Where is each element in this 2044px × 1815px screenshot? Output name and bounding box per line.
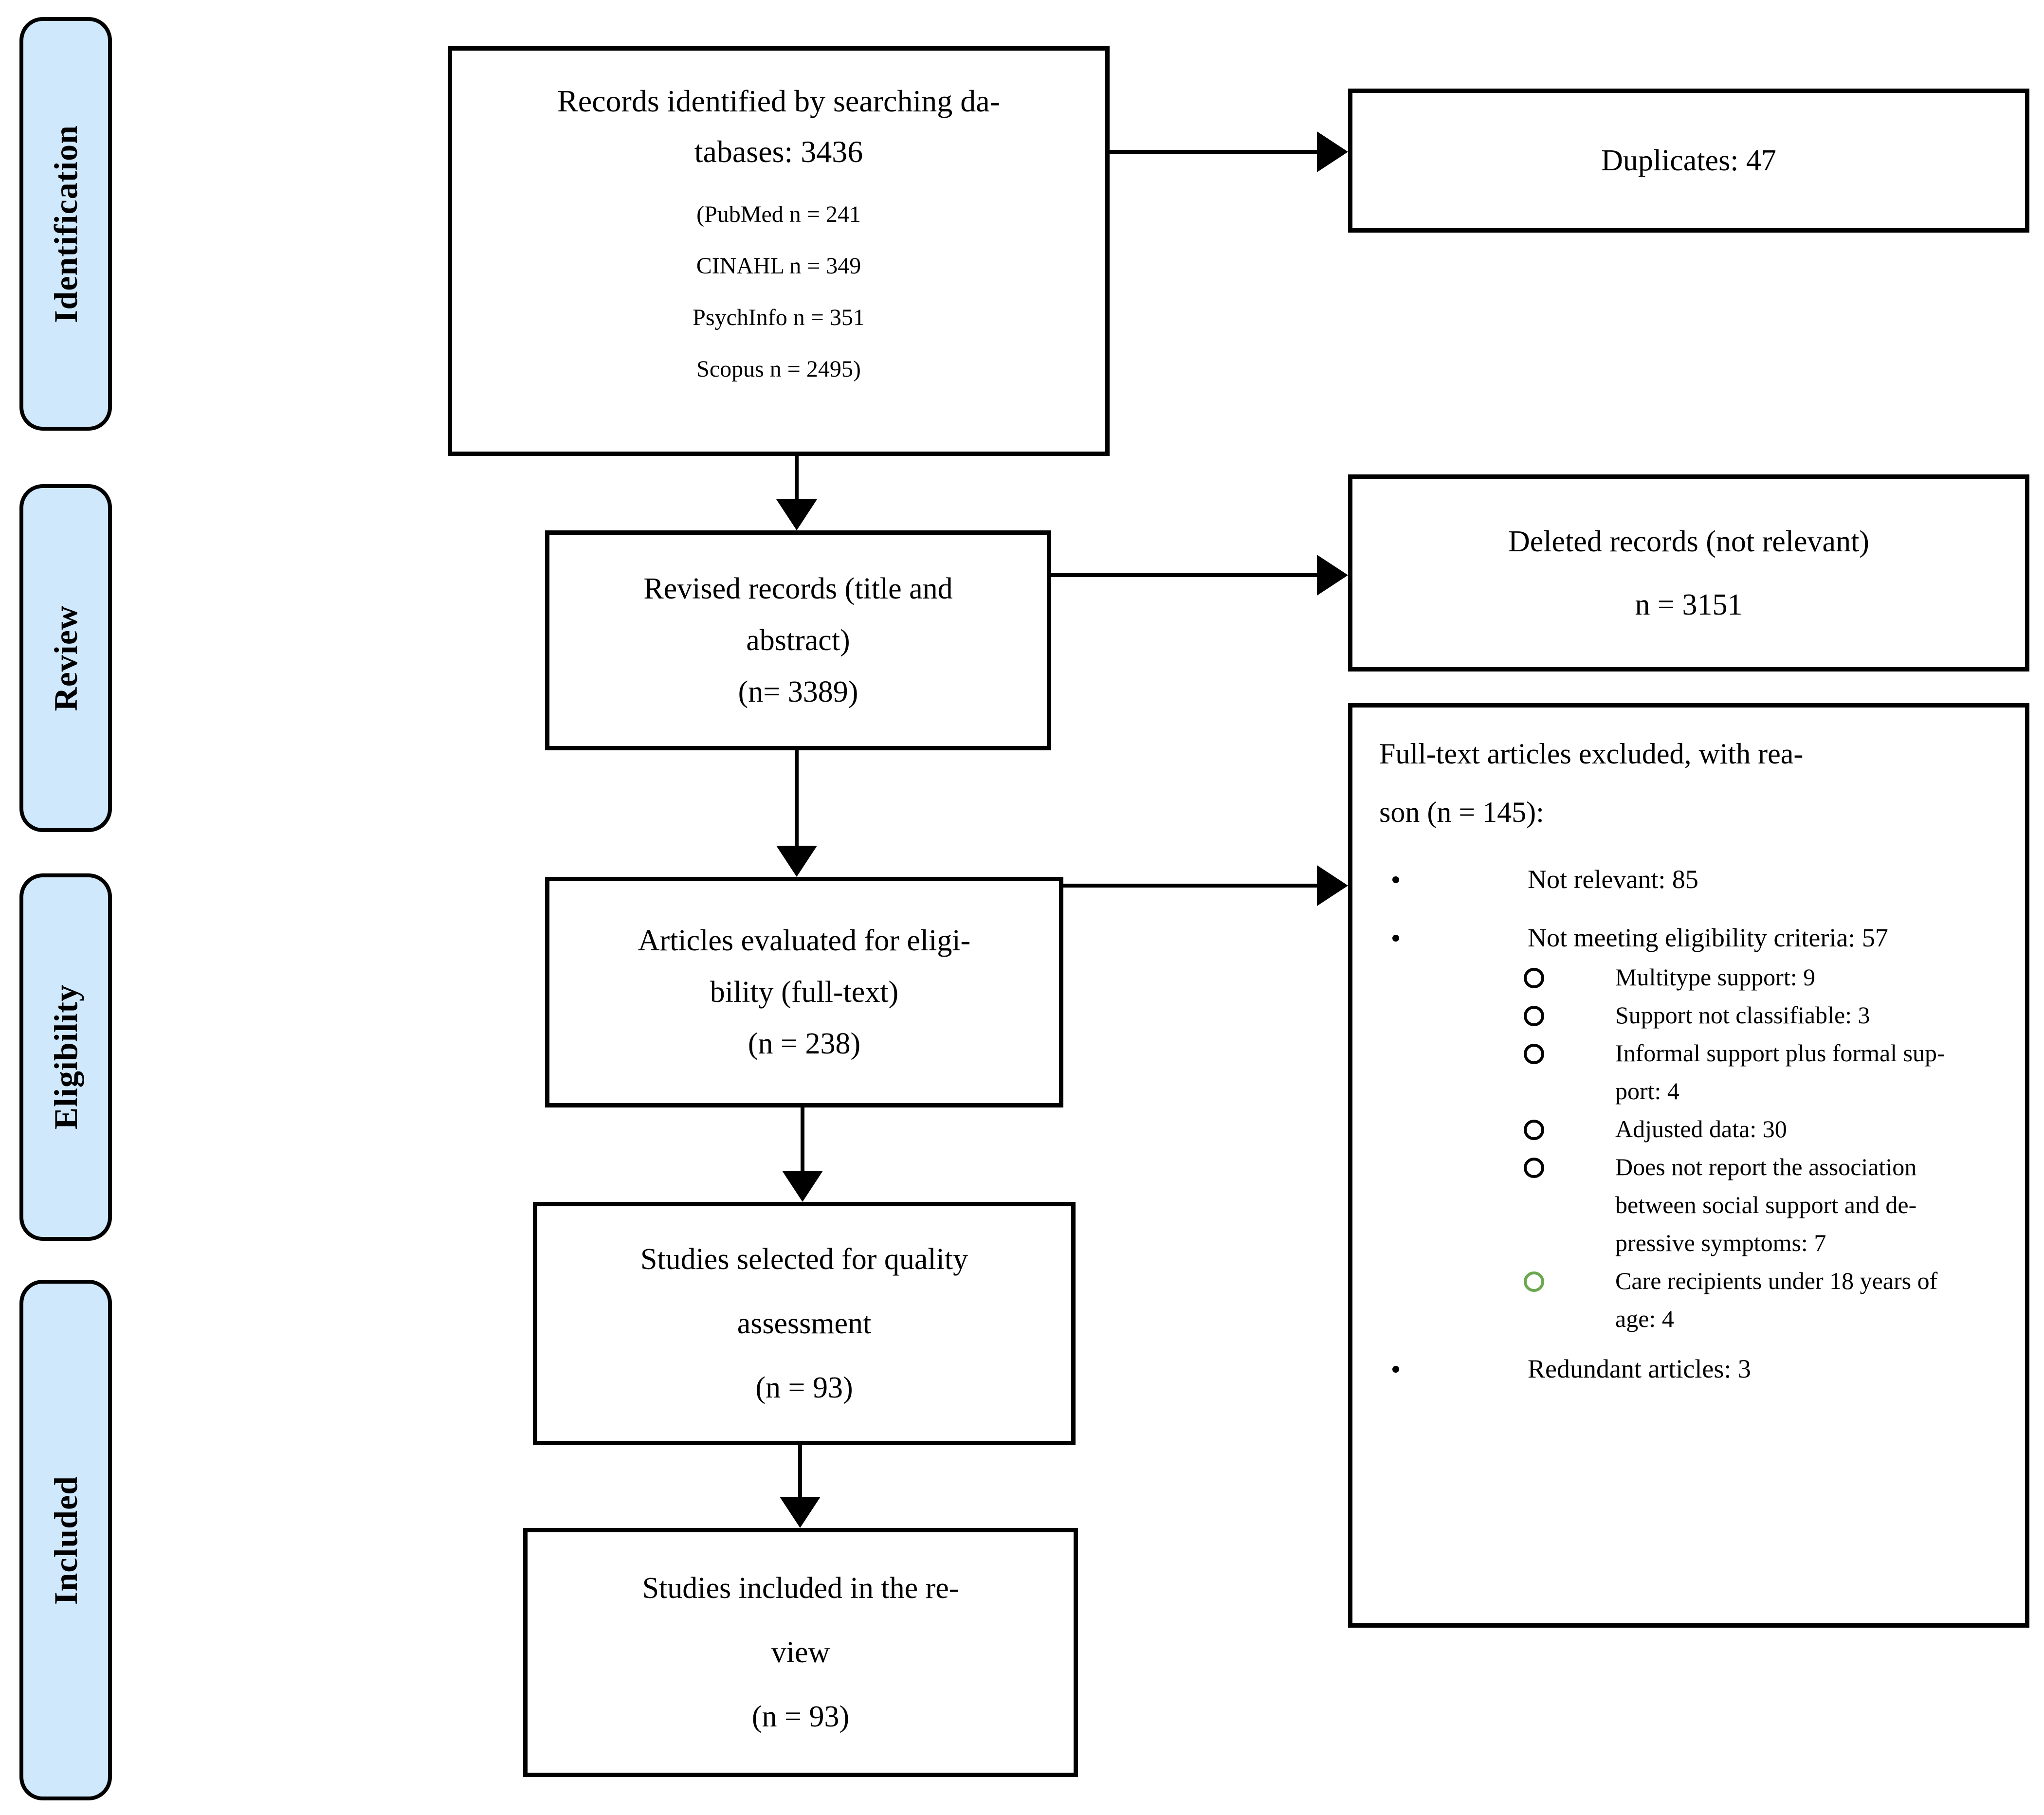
bullet-dot-icon <box>1392 876 1399 883</box>
duplicates-box: Duplicates: 47 <box>1348 89 2029 233</box>
connector-records-to-duplicates <box>1110 150 1324 154</box>
exclusion-subitem-no-association-reported: Does not report the association between … <box>1352 1148 2025 1262</box>
stage-included-label: Included <box>47 1475 84 1605</box>
quality-assessment-box: Studies selected for quality assessment … <box>533 1202 1076 1445</box>
fulltext-excluded-title: Full-text articles excluded, with rea- s… <box>1379 738 1804 828</box>
stage-review-label: Review <box>47 605 84 711</box>
stage-eligibility: Eligibility <box>19 873 112 1241</box>
bullet-circle-icon <box>1524 1120 1544 1140</box>
exclusion-subitem-multitype-support: Multitype support: 9 <box>1352 958 2025 996</box>
arrowhead-quality-to-included <box>780 1497 821 1528</box>
duplicates-text: Duplicates: 47 <box>1601 144 1776 177</box>
exclusion-item-not-relevant: Not relevant: 85 <box>1352 859 2025 900</box>
quality-assessment-text: Studies selected for quality assessment … <box>640 1243 968 1404</box>
arrowhead-revised-to-evaluated <box>776 846 817 877</box>
records-identified-box: Records identified by searching da- taba… <box>448 46 1110 456</box>
arrowhead-revised-to-deleted <box>1317 555 1348 596</box>
bullet-circle-icon <box>1524 1158 1544 1178</box>
stage-identification: Identification <box>19 17 112 431</box>
bullet-circle-icon <box>1524 1006 1544 1026</box>
connector-evaluated-to-quality <box>801 1107 804 1172</box>
articles-evaluated-text: Articles evaluated for eligi- bility (fu… <box>638 924 971 1060</box>
exclusion-subitem-support-not-classifiable: Support not classifiable: 3 <box>1352 996 2025 1034</box>
studies-included-text: Studies included in the re- view (n = 93… <box>642 1572 959 1733</box>
revised-records-box: Revised records (title and abstract) (n=… <box>545 530 1051 750</box>
arrowhead-records-to-duplicates <box>1317 131 1348 172</box>
revised-records-text: Revised records (title and abstract) (n=… <box>643 572 953 708</box>
bullet-circle-icon <box>1524 968 1544 988</box>
stage-review: Review <box>19 484 112 832</box>
arrowhead-records-to-revised <box>776 499 817 530</box>
exclusion-subitem-adjusted-data: Adjusted data: 30 <box>1352 1110 2025 1148</box>
arrowhead-evaluated-to-quality <box>782 1171 823 1202</box>
studies-included-box: Studies included in the re- view (n = 93… <box>523 1528 1078 1777</box>
exclusion-subitem-informal-plus-formal: Informal support plus formal sup- port: … <box>1352 1034 2025 1110</box>
exclusion-subitem-care-recipients-under-18: Care recipients under 18 years of age: 4 <box>1352 1262 2025 1338</box>
stage-eligibility-label: Eligibility <box>47 984 84 1130</box>
stage-included: Included <box>19 1280 112 1800</box>
exclusion-item-not-meeting-criteria: Not meeting eligibility criteria: 57 <box>1352 917 2025 958</box>
exclusion-item-redundant-articles: Redundant articles: 3 <box>1352 1348 2025 1389</box>
records-identified-title: Records identified by searching da- taba… <box>557 84 1000 169</box>
stage-identification-label: Identification <box>47 125 84 323</box>
connector-revised-to-evaluated <box>795 750 799 848</box>
connector-quality-to-included <box>798 1445 802 1498</box>
connector-revised-to-deleted <box>1051 573 1323 577</box>
arrowhead-evaluated-to-excluded <box>1317 865 1348 906</box>
connector-evaluated-to-excluded <box>1063 884 1323 888</box>
bullet-circle-green-icon <box>1524 1271 1544 1292</box>
bullet-circle-icon <box>1524 1044 1544 1064</box>
fulltext-excluded-box: Full-text articles excluded, with rea- s… <box>1348 703 2029 1628</box>
deleted-records-text: Deleted records (not relevant) n = 3151 <box>1508 525 1869 621</box>
records-identified-details: (PubMed n = 241 CINAHL n = 349 PsychInfo… <box>693 201 865 382</box>
articles-evaluated-box: Articles evaluated for eligi- bility (fu… <box>545 877 1063 1107</box>
bullet-dot-icon <box>1392 935 1399 942</box>
bullet-dot-icon <box>1392 1366 1399 1373</box>
deleted-records-box: Deleted records (not relevant) n = 3151 <box>1348 474 2029 672</box>
connector-records-to-revised <box>795 455 799 504</box>
